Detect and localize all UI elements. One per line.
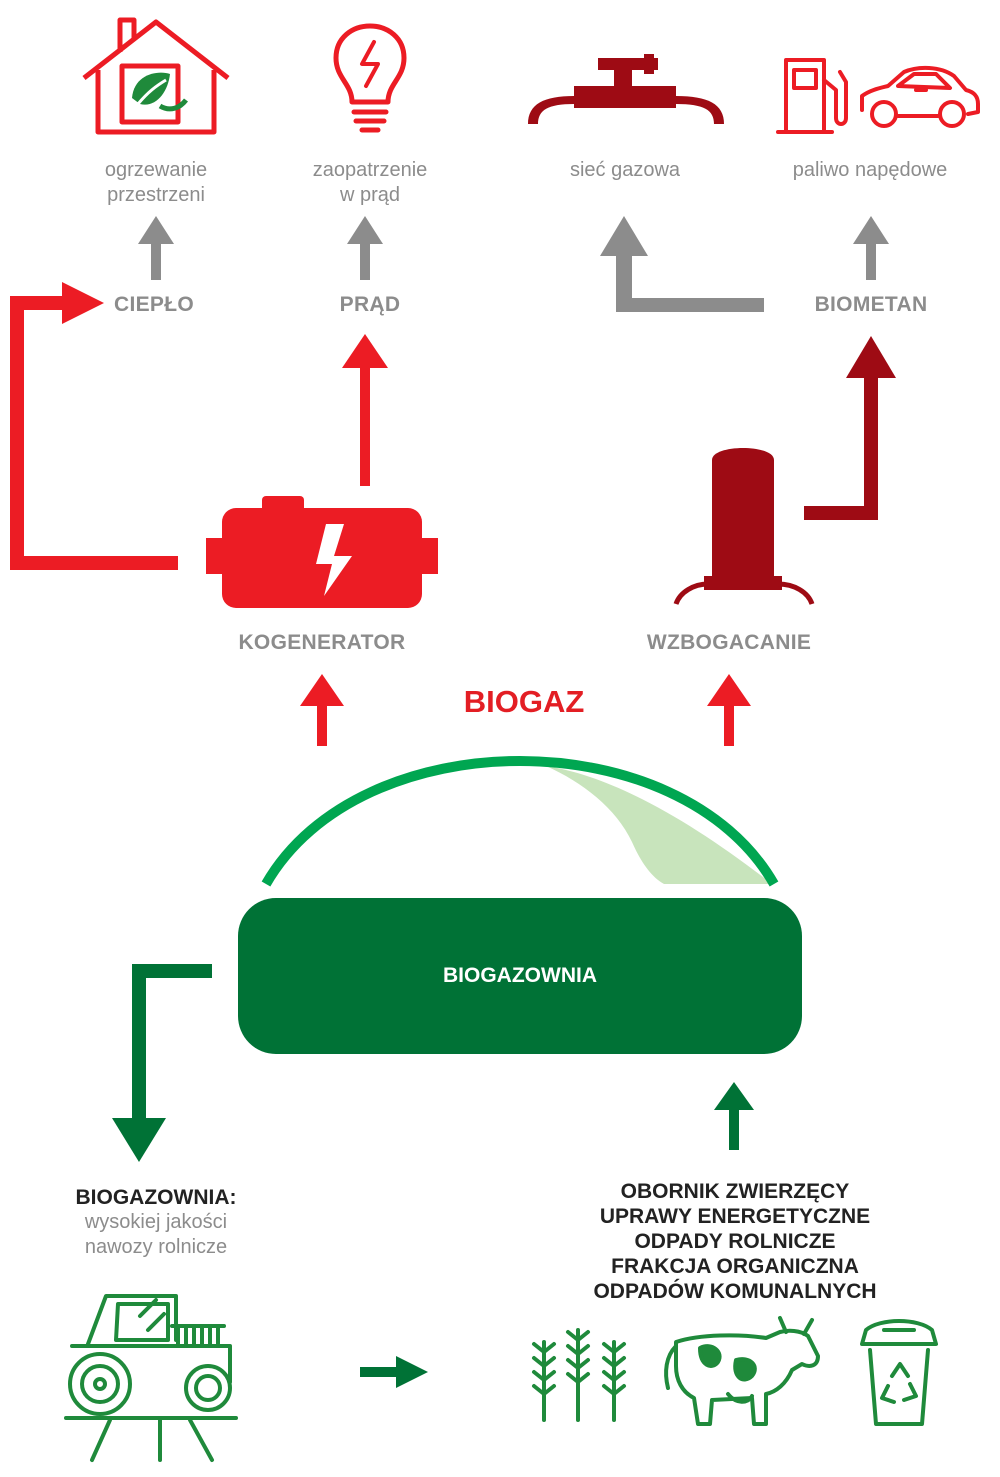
feedstock-item: ODPADY ROLNICZE bbox=[634, 1230, 836, 1253]
feedstock-item: FRAKCJA ORGANICZNA bbox=[611, 1255, 859, 1278]
power-supply-label-line2: w prąd bbox=[339, 184, 401, 206]
biomethane-label: BIOMETAN bbox=[814, 293, 928, 316]
biogas-plant-tank bbox=[238, 898, 802, 1054]
fuel-label: paliwo napędowe bbox=[792, 159, 948, 181]
cogenerator-icon bbox=[206, 496, 438, 608]
digester-dome bbox=[261, 756, 779, 887]
tractor-icon bbox=[64, 1294, 238, 1462]
lightbulb-icon bbox=[333, 23, 407, 133]
digestate-label: BIOGAZOWNIA: wysokiej jakości nawozy rol… bbox=[56, 1185, 256, 1260]
digestate-line2: nawozy rolnicze bbox=[84, 1236, 228, 1258]
heating-label: ogrzewanie przestrzeni bbox=[76, 158, 236, 208]
upgrading-label: WZBOGACANIE bbox=[646, 631, 812, 654]
fuel-pump-car-icon bbox=[776, 58, 980, 134]
gas-network-label: sieć gazowa bbox=[569, 159, 681, 181]
power-flow-arrow bbox=[342, 334, 388, 486]
feedstock-item: OBORNIK ZWIERZĘCY bbox=[620, 1180, 850, 1203]
gas-pipeline-icon bbox=[528, 54, 724, 124]
biogas-label: BIOGAZ bbox=[463, 684, 585, 719]
grey-arrows bbox=[138, 216, 889, 312]
power-supply-label: zaopatrzenie w prąd bbox=[290, 158, 450, 208]
biomethane-flow-arrow bbox=[804, 336, 896, 520]
feedstock-item: UPRAWY ENERGETYCZNE bbox=[599, 1205, 871, 1228]
heat-flow-arrow bbox=[10, 282, 178, 570]
house-leaf-icon bbox=[82, 17, 230, 135]
heating-label-line1: ogrzewanie bbox=[104, 159, 208, 181]
heat-label: CIEPŁO bbox=[114, 293, 194, 316]
heating-label-line2: przestrzeni bbox=[107, 184, 205, 206]
biogas-plant-label: BIOGAZOWNIA bbox=[443, 964, 597, 987]
cow-icon bbox=[664, 1316, 820, 1426]
cogenerator-label: KOGENERATOR bbox=[238, 631, 406, 654]
feedstock-item: ODPADÓW KOMUNALNYCH bbox=[593, 1280, 877, 1303]
cycle-arrow bbox=[360, 1356, 428, 1388]
upgrading-column-icon bbox=[673, 448, 815, 605]
digestate-title: BIOGAZOWNIA: bbox=[75, 1186, 237, 1209]
electricity-label: PRĄD bbox=[339, 293, 401, 316]
digestate-line1: wysokiej jakości bbox=[84, 1211, 228, 1233]
biogas-arrows bbox=[300, 674, 751, 746]
digestate-flow-arrow bbox=[112, 964, 212, 1162]
feedstock-flow-arrow bbox=[714, 1082, 754, 1150]
power-supply-label-line1: zaopatrzenie bbox=[312, 159, 428, 181]
recycle-bin-icon bbox=[860, 1319, 938, 1426]
feedstock-list: OBORNIK ZWIERZĘCY UPRAWY ENERGETYCZNE OD… bbox=[555, 1179, 915, 1304]
wheat-icon bbox=[532, 1328, 626, 1422]
